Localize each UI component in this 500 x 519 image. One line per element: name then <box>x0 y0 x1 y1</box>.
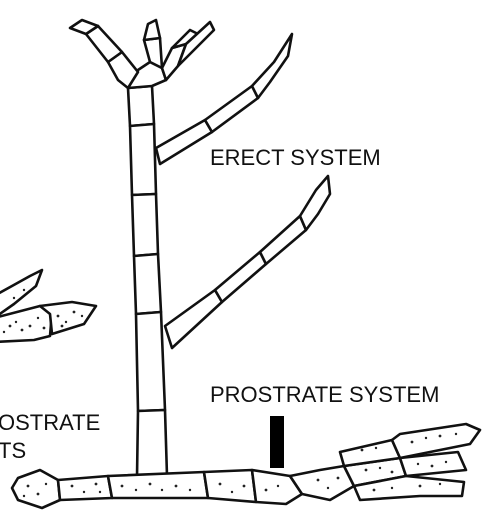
branch-cell <box>165 290 222 348</box>
prostrate-cell <box>204 470 256 502</box>
branch-tip <box>252 34 292 98</box>
erect-axis-cell <box>130 124 156 195</box>
branch-tip <box>300 176 330 230</box>
branch-cell <box>260 216 306 264</box>
left-partial-label-lower: TS <box>0 440 26 462</box>
erect-axis-cell <box>132 194 158 256</box>
erect-lateral-branch-2 <box>165 176 330 348</box>
erect-system-label: ERECT SYSTEM <box>210 147 381 169</box>
prostrate-system-label: PROSTRATE SYSTEM <box>210 384 439 406</box>
prostrate-branch-cell <box>392 424 480 458</box>
branch-cell <box>215 252 266 302</box>
left-partial-label-upper: OSTRATE <box>0 412 100 434</box>
erect-axis-cell <box>136 312 165 411</box>
prostrate-filament <box>12 424 480 508</box>
erect-axis-cell <box>137 410 167 477</box>
branch-cell <box>205 86 258 132</box>
prostrate-cell <box>58 476 112 500</box>
erect-axis-cell <box>134 254 161 314</box>
left-fragment-branches <box>0 270 96 342</box>
apical-cell <box>144 20 160 40</box>
prostrate-marker-bar <box>270 416 284 468</box>
prostrate-cell <box>108 472 208 498</box>
branch-cell <box>156 120 212 164</box>
erect-axis-cell <box>128 86 154 126</box>
erect-apical-branches <box>70 20 214 88</box>
prostrate-cell <box>12 470 60 508</box>
fragment-cell <box>0 306 52 342</box>
